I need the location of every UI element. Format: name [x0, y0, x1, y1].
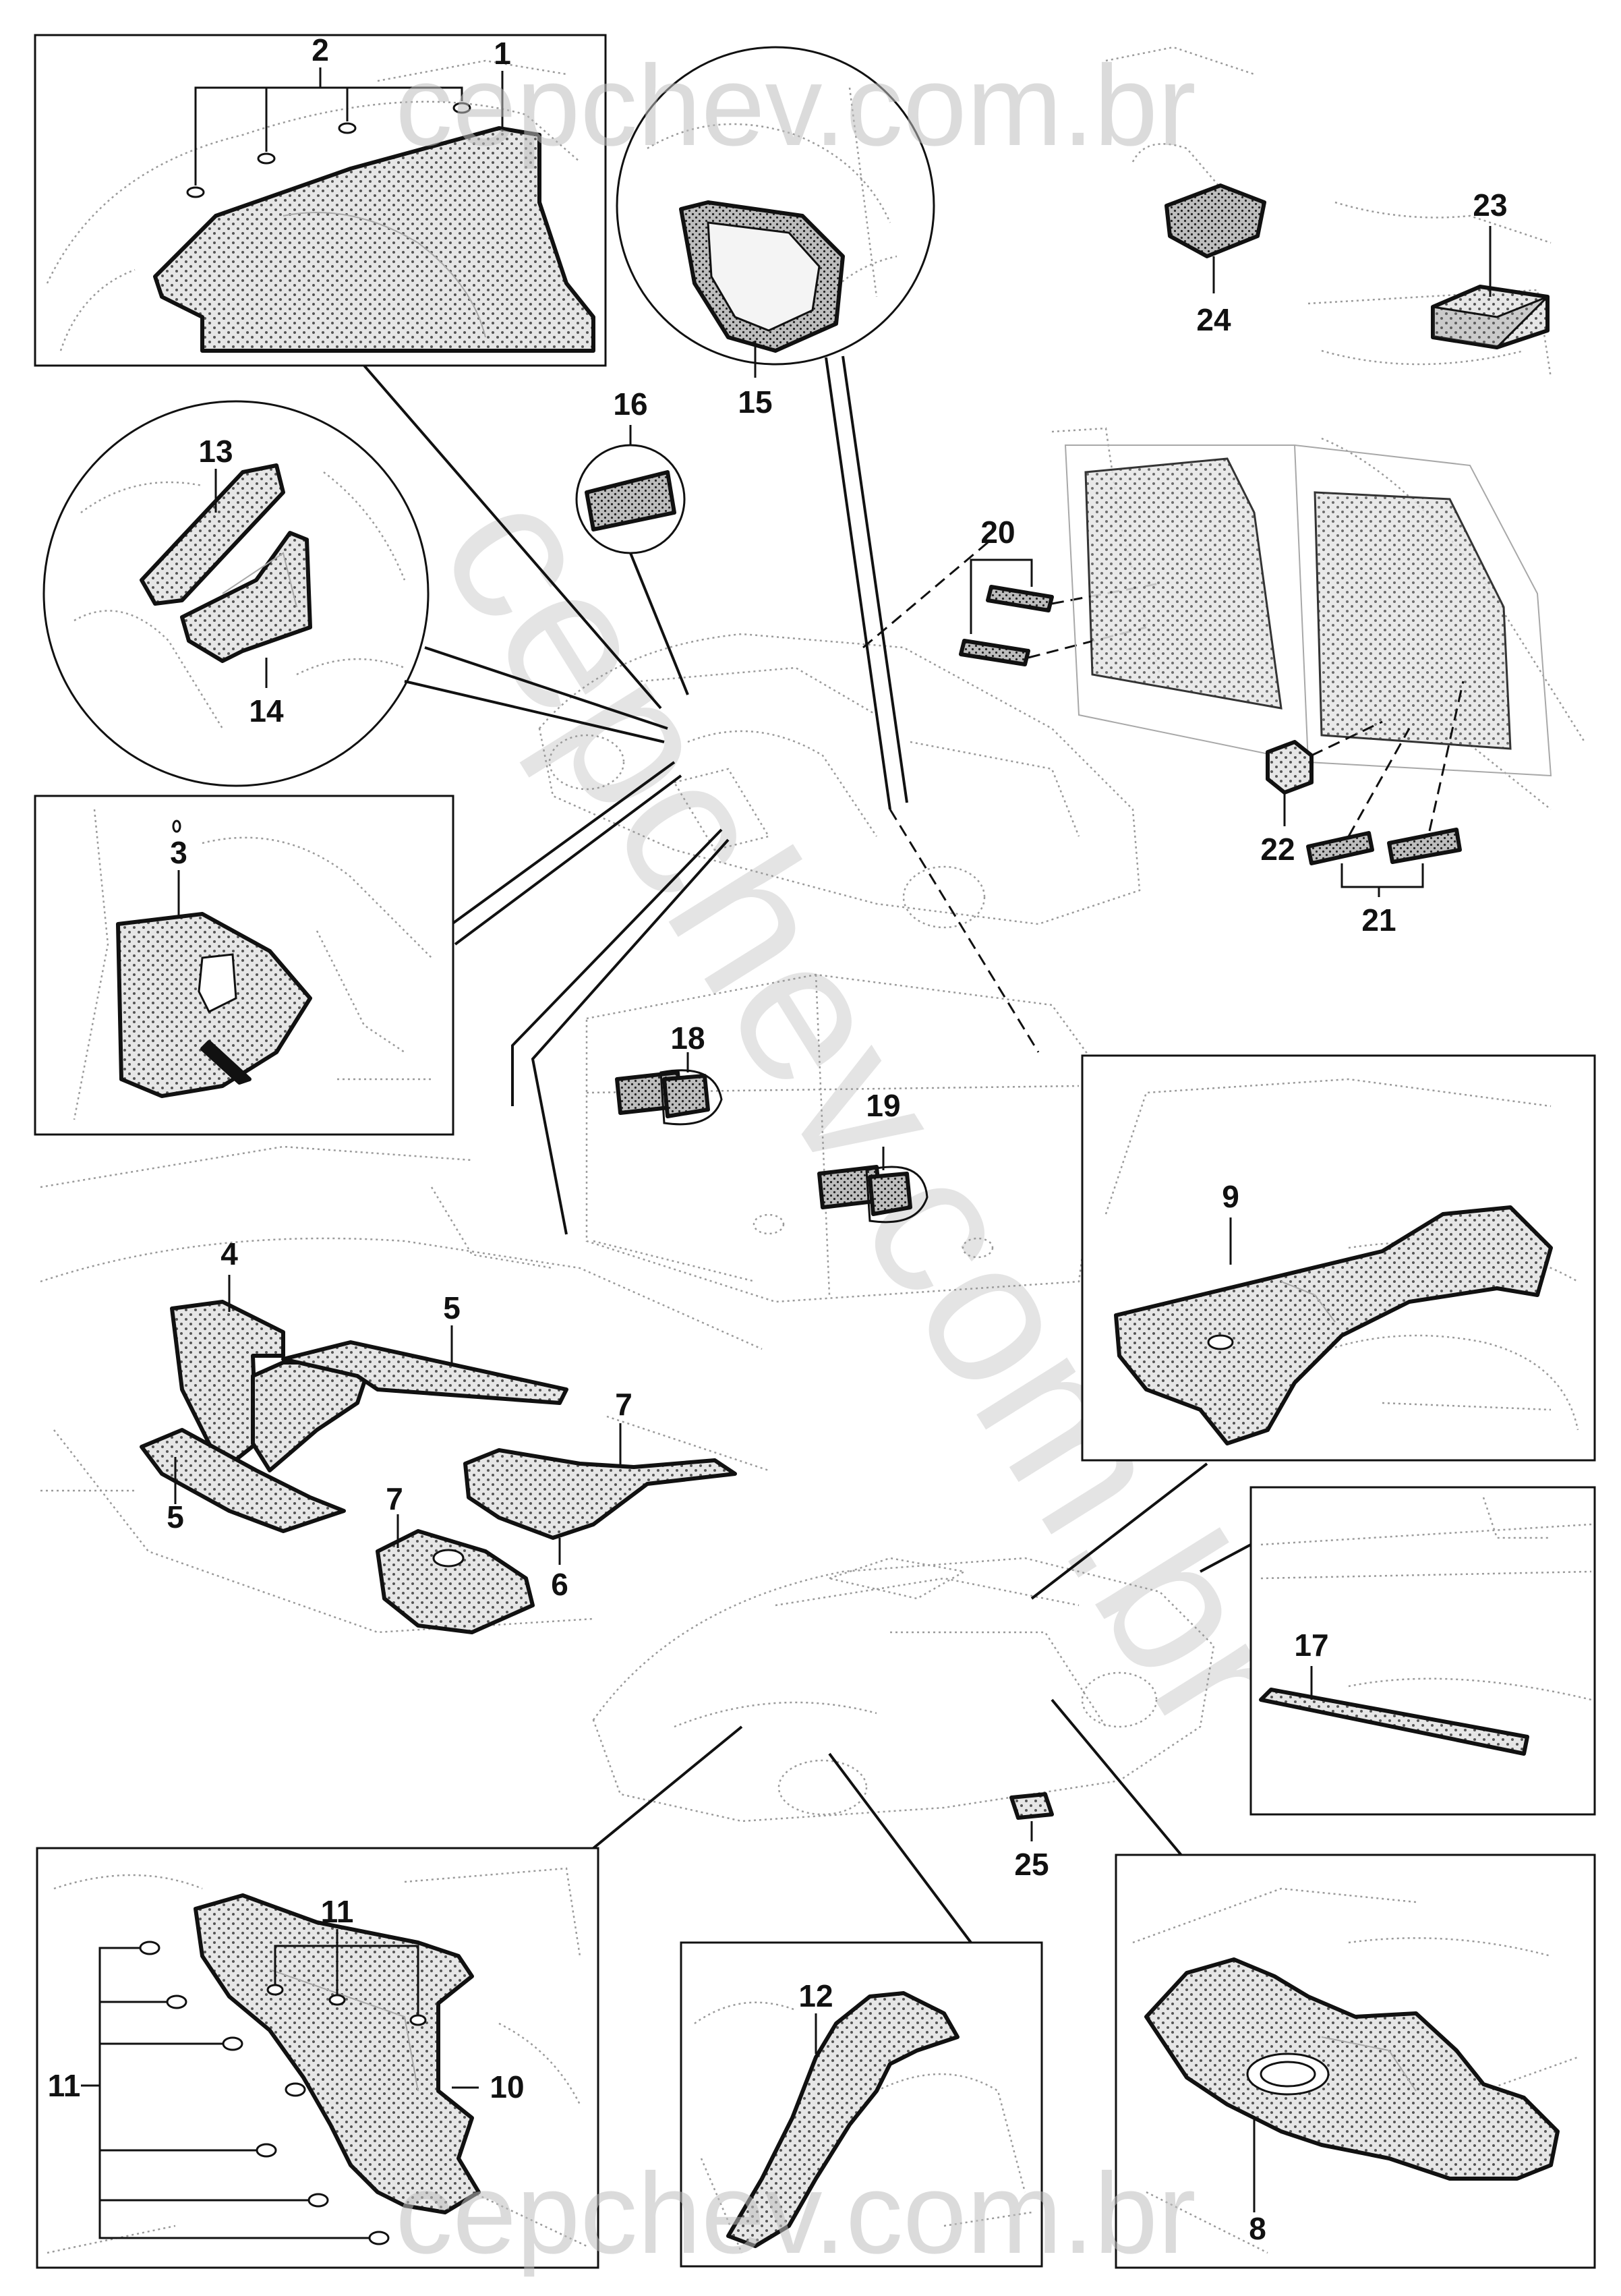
area-23-24: 24 23	[1105, 46, 1552, 378]
pad-16	[585, 470, 676, 532]
side-doors-view	[1051, 427, 1586, 810]
pad-20-upper	[986, 585, 1054, 612]
inset-bubble-16: 16	[575, 386, 686, 554]
callout-24: 24	[1196, 302, 1231, 337]
inset-panel-9: 9	[1081, 1054, 1596, 1462]
pad-21-right	[1387, 828, 1462, 864]
connector-lines-lower	[592, 1462, 1251, 1944]
pad-25	[1009, 1792, 1054, 1820]
insulator-12	[726, 1991, 960, 2248]
callout-18: 18	[670, 1021, 705, 1056]
callout-23: 23	[1473, 188, 1507, 223]
clip-11-b	[166, 1994, 187, 2009]
callout-1: 1	[494, 36, 511, 71]
connector-lines-upper	[363, 355, 1040, 1235]
area-21-22: 22 21	[1260, 681, 1465, 938]
car-body-lower: 25	[592, 1557, 1215, 1882]
clip-fastener-1	[186, 186, 205, 198]
callout-3: 3	[170, 835, 187, 870]
callout-19: 19	[866, 1088, 900, 1123]
callout-12: 12	[798, 1978, 833, 2013]
clip-11-e	[256, 2143, 277, 2158]
callout-13: 13	[198, 434, 233, 469]
callout-9: 9	[1222, 1179, 1239, 1214]
callout-15: 15	[738, 384, 772, 420]
pad-18-right	[662, 1074, 710, 1118]
callout-25: 25	[1014, 1847, 1049, 1882]
clip-11-f	[307, 2193, 329, 2208]
floor-view-4-7: 4 5 5 7 7 6	[40, 1145, 769, 1634]
floor-insulator-6	[463, 1448, 737, 1540]
inset-circle-13-14: 13 14	[42, 400, 430, 787]
callout-21: 21	[1361, 902, 1396, 938]
front-door-panel	[1084, 457, 1283, 710]
callout-14: 14	[249, 693, 284, 728]
pad-19-right	[868, 1172, 912, 1216]
callout-6: 6	[551, 1567, 568, 1602]
inset-panel-17: 17	[1249, 1486, 1596, 1816]
watermark-lines: cepchev.com.br cepchev.com.br	[395, 42, 1196, 2278]
clip-fastener-3	[338, 122, 357, 134]
callout-7-lower: 7	[386, 1481, 403, 1516]
dash-panel-insulator-10	[194, 1893, 481, 2214]
floor-insulator-5-upper	[281, 1340, 568, 1405]
inset-panel-1-2: 2 1	[34, 32, 607, 367]
clip-11-g	[368, 2231, 390, 2245]
callout-11-top: 11	[321, 1894, 354, 1929]
callout-11-left: 11	[48, 2068, 81, 2103]
callout-22: 22	[1260, 832, 1295, 867]
callout-7-upper: 7	[615, 1387, 632, 1422]
trunk-insulator-8	[1144, 1957, 1560, 2181]
pad-22	[1266, 740, 1314, 795]
floor-insulator-7-rear	[376, 1529, 535, 1634]
area-20: 20	[959, 515, 1160, 666]
inset-panel-10-11: 11 11 10	[36, 1847, 599, 2269]
rear-door-panel	[1314, 491, 1512, 750]
insulator-13	[140, 463, 285, 606]
callout-4: 4	[220, 1236, 238, 1271]
strip-17	[1259, 1688, 1529, 1756]
inset-panel-12: 12	[680, 1941, 1043, 2268]
inset-panel-3: 3	[34, 795, 454, 1136]
clip-11-c	[222, 2036, 243, 2051]
trunk-floor-insulator-9	[1114, 1205, 1553, 1445]
watermark-bottom-text: cepchev.com.br	[395, 2150, 1196, 2278]
trunk-side-insulator	[153, 126, 595, 353]
callout-5-upper: 5	[443, 1290, 461, 1325]
clip-fastener-2	[257, 152, 276, 165]
clip-11-d	[285, 2082, 306, 2097]
pad-24	[1165, 183, 1266, 258]
floor-insulator-5-lower	[140, 1428, 346, 1533]
callout-2: 2	[312, 32, 329, 67]
watermark-top-text: cepchev.com.br	[395, 42, 1196, 170]
pad-21-left	[1306, 831, 1374, 865]
callout-16: 16	[613, 386, 647, 422]
callout-17: 17	[1294, 1628, 1328, 1663]
inset-circle-15: 15	[616, 46, 935, 420]
callout-5-lower: 5	[167, 1499, 184, 1534]
inset-panel-8: 8	[1115, 1854, 1596, 2269]
callout-10: 10	[490, 2069, 524, 2104]
callout-8: 8	[1249, 2211, 1266, 2246]
clip-fastener-4	[452, 102, 471, 114]
floor-insulator-5-center	[251, 1360, 373, 1472]
pad-20-lower	[959, 639, 1030, 666]
clip-11-a	[139, 1941, 160, 1955]
